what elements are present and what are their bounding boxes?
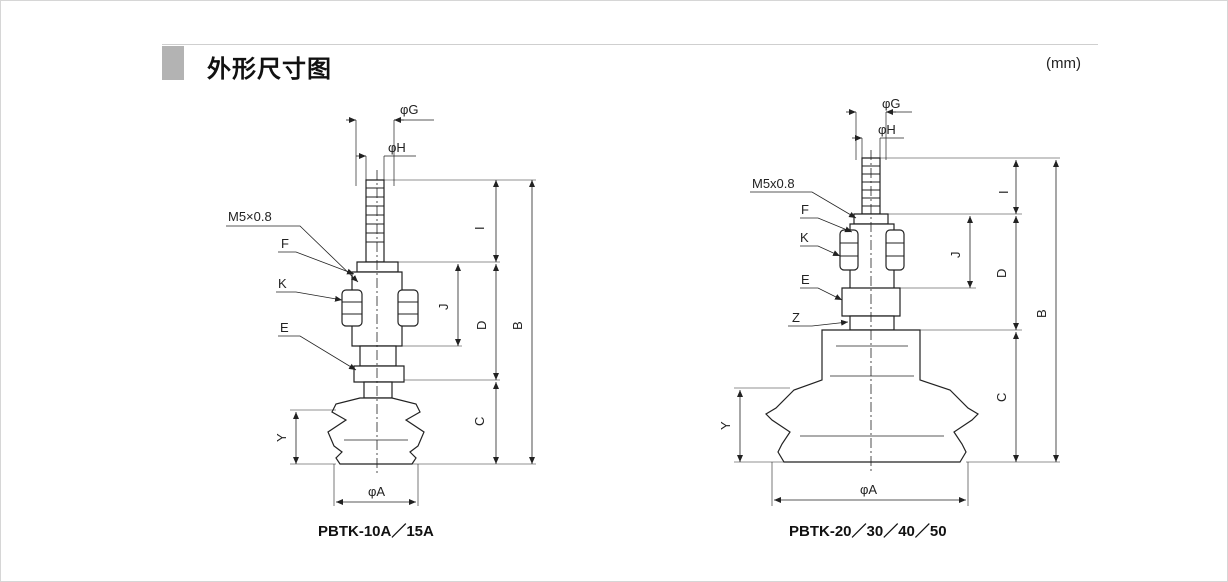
- right-label-E: E: [801, 272, 810, 287]
- right-label-phiA: φA: [860, 482, 877, 497]
- right-label-phiG: φG: [882, 96, 901, 111]
- title-marker: [162, 46, 184, 80]
- section-title: 外形尺寸图: [207, 55, 332, 83]
- right-label-C: C: [994, 393, 1009, 402]
- right-label-phiH: φH: [878, 122, 896, 137]
- right-label-Z: Z: [792, 310, 800, 325]
- left-body: [341, 261, 419, 399]
- left-label-D: D: [474, 321, 489, 330]
- left-label-phiA: φA: [368, 484, 385, 499]
- right-caption: PBTK-20／30／40／50: [789, 523, 947, 540]
- left-barb-fitting: [365, 179, 385, 263]
- left-label-C: C: [472, 417, 487, 426]
- left-label-B: B: [510, 321, 525, 330]
- left-label-E: E: [280, 320, 289, 335]
- left-label-phiH: φH: [388, 140, 406, 155]
- left-label-thread: M5×0.8: [228, 209, 272, 224]
- right-label-D: D: [994, 269, 1009, 278]
- left-label-phiG: φG: [400, 102, 419, 117]
- right-label-B: B: [1034, 309, 1049, 318]
- right-bellows: [765, 329, 979, 463]
- right-label-Y: Y: [718, 421, 733, 430]
- left-caption: PBTK-10A／15A: [318, 523, 434, 540]
- right-drawing: [734, 109, 1060, 506]
- left-label-J: J: [436, 304, 451, 311]
- right-label-F: F: [801, 202, 809, 217]
- right-label-K: K: [800, 230, 809, 245]
- right-label-I: I: [996, 190, 1011, 194]
- unit-label: (mm): [1046, 55, 1081, 72]
- left-drawing: [226, 117, 536, 506]
- left-label-I: I: [472, 226, 487, 230]
- left-label-F: F: [281, 236, 289, 251]
- right-label-thread: M5x0.8: [752, 176, 795, 191]
- right-label-J: J: [948, 252, 963, 259]
- left-bellows: [327, 397, 425, 465]
- left-label-K: K: [278, 276, 287, 291]
- left-label-Y: Y: [274, 433, 289, 442]
- top-divider: [162, 44, 1098, 45]
